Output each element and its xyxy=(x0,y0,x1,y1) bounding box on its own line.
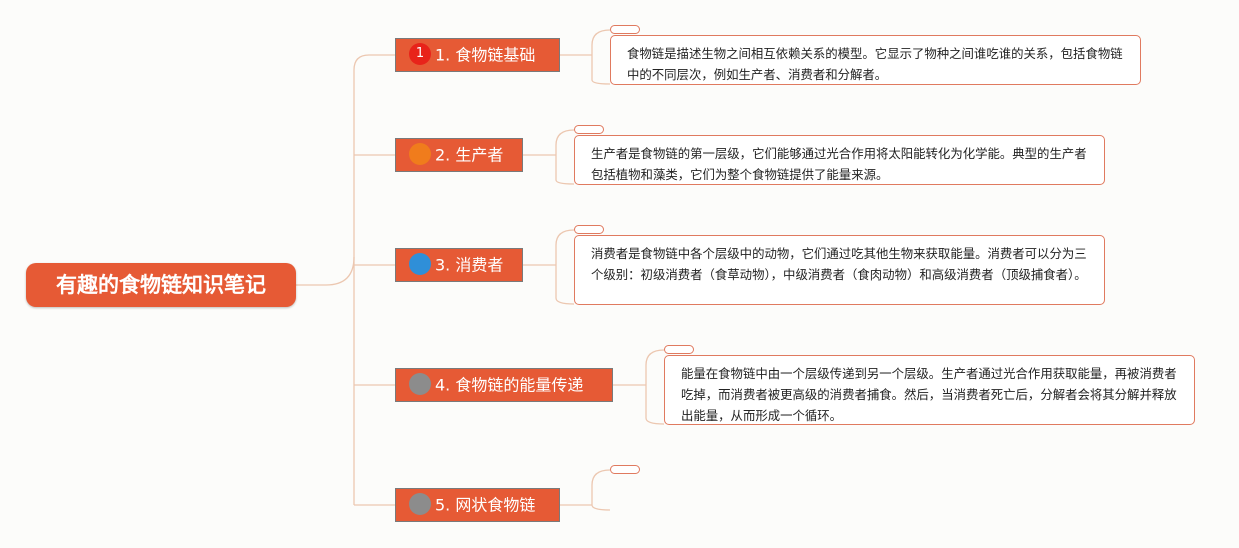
note-text: 消费者是食物链中各个层级中的动物，它们通过吃其他生物来获取能量。消费者可以分为三… xyxy=(591,246,1087,282)
branch-label: 3. 消费者 xyxy=(435,255,504,275)
priority-2-icon xyxy=(409,143,431,165)
branch-label: 2. 生产者 xyxy=(435,145,504,165)
note-tag[interactable] xyxy=(664,345,694,354)
note-bracket-3 xyxy=(555,229,575,305)
note-tag[interactable] xyxy=(574,125,604,134)
trunk-line xyxy=(353,54,370,505)
branch-topic-3[interactable]: 3. 消费者 xyxy=(395,248,523,282)
note-text: 能量在食物链中由一个层级传递到另一个层级。生产者通过光合作用获取能量，再被消费者… xyxy=(681,366,1177,423)
note-bracket-2 xyxy=(555,129,575,185)
branch-label: 1. 食物链基础 xyxy=(435,45,536,65)
note-bracket-5 xyxy=(591,469,611,511)
branch-topic-5[interactable]: 5. 网状食物链 xyxy=(395,488,560,522)
branch-label: 4. 食物链的能量传递 xyxy=(435,375,584,395)
priority-5-icon xyxy=(409,493,431,515)
branch-topic-2[interactable]: 2. 生产者 xyxy=(395,138,523,172)
note-box-4[interactable]: 能量在食物链中由一个层级传递到另一个层级。生产者通过光合作用获取能量，再被消费者… xyxy=(664,355,1195,425)
branch-label: 5. 网状食物链 xyxy=(435,495,536,515)
note-bracket-1 xyxy=(591,29,611,85)
note-box-3[interactable]: 消费者是食物链中各个层级中的动物，它们通过吃其他生物来获取能量。消费者可以分为三… xyxy=(574,235,1105,305)
note-box-1[interactable]: 食物链是描述生物之间相互依赖关系的模型。它显示了物种之间谁吃谁的关系，包括食物链… xyxy=(610,35,1141,85)
branch-topic-4[interactable]: 4. 食物链的能量传递 xyxy=(395,368,613,402)
note-box-2[interactable]: 生产者是食物链的第一层级，它们能够通过光合作用将太阳能转化为化学能。典型的生产者… xyxy=(574,135,1105,185)
priority-3-icon xyxy=(409,253,431,275)
note-tag[interactable] xyxy=(574,225,604,234)
note-text: 食物链是描述生物之间相互依赖关系的模型。它显示了物种之间谁吃谁的关系，包括食物链… xyxy=(627,46,1123,82)
root-topic[interactable]: 有趣的食物链知识笔记 xyxy=(26,263,296,307)
priority-4-icon xyxy=(409,373,431,395)
note-text: 生产者是食物链的第一层级，它们能够通过光合作用将太阳能转化为化学能。典型的生产者… xyxy=(591,146,1087,182)
note-tag[interactable] xyxy=(610,25,640,34)
priority-1-icon: 1 xyxy=(409,43,431,65)
note-tag[interactable] xyxy=(610,465,640,474)
root-connector xyxy=(296,256,355,286)
note-bracket-4 xyxy=(645,349,665,425)
